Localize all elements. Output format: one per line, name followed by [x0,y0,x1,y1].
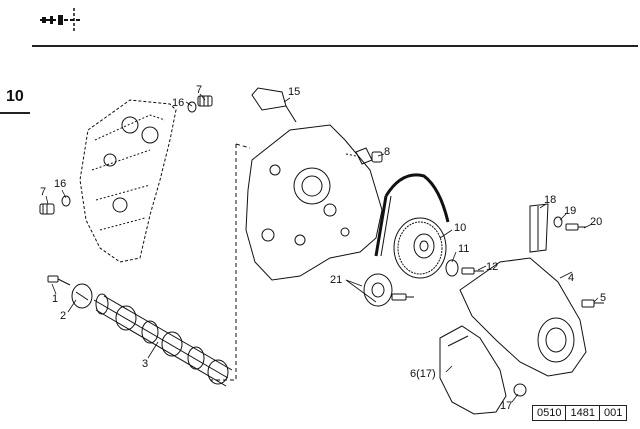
screw-and-plate [47,275,93,309]
lower-cover [439,325,507,415]
reference-part-2: 1481 [566,406,600,420]
callout-20: 20 [590,216,603,228]
section-rule [0,112,30,114]
tensioner-pulley [363,273,414,307]
washer-and-bolt [445,259,484,277]
callout-4: 4 [568,272,575,284]
callout-10: 10 [454,222,467,234]
callout-5: 5 [600,292,607,304]
callout-7-upper: 7 [196,84,203,96]
callout-2: 2 [60,310,67,322]
callout-16-upper: 16 [172,97,185,109]
callout-19: 19 [564,205,577,217]
logo-mark [40,8,80,32]
camshaft [93,293,233,387]
callout-6: 6(17) [410,368,436,380]
camshaft-gear [393,217,447,279]
header-rule [32,45,638,47]
callout-18: 18 [544,194,557,206]
callout-17: 17 [500,400,513,412]
plug-upper [187,95,213,113]
washer-and-screw [553,216,586,231]
callout-8: 8 [384,146,391,158]
timing-housing [210,124,383,381]
callout-16-left: 16 [54,178,67,190]
callout-15: 15 [288,86,301,98]
sealant-tube [251,87,297,123]
callout-1: 1 [52,293,59,305]
cylinder-head [79,99,177,263]
timing-cover [459,257,587,377]
plug-left [39,195,71,215]
callout-3: 3 [142,358,149,370]
callout-11: 11 [458,243,470,255]
callout-7-left: 7 [40,186,47,198]
bracket-18 [529,203,549,253]
timing-belt [374,173,450,257]
section-number: 10 [6,88,24,105]
reference-part-3: 001 [603,407,623,419]
callout-12: 12 [486,261,499,273]
leader-lines [45,93,599,403]
reference-number-box: 0510 1481 001 [532,405,628,421]
plug-17 [513,383,527,397]
reference-part-1: 0510 [533,406,567,420]
bolt-8 [345,147,383,165]
bolt-5 [581,299,604,308]
callout-21: 21 [330,274,343,286]
